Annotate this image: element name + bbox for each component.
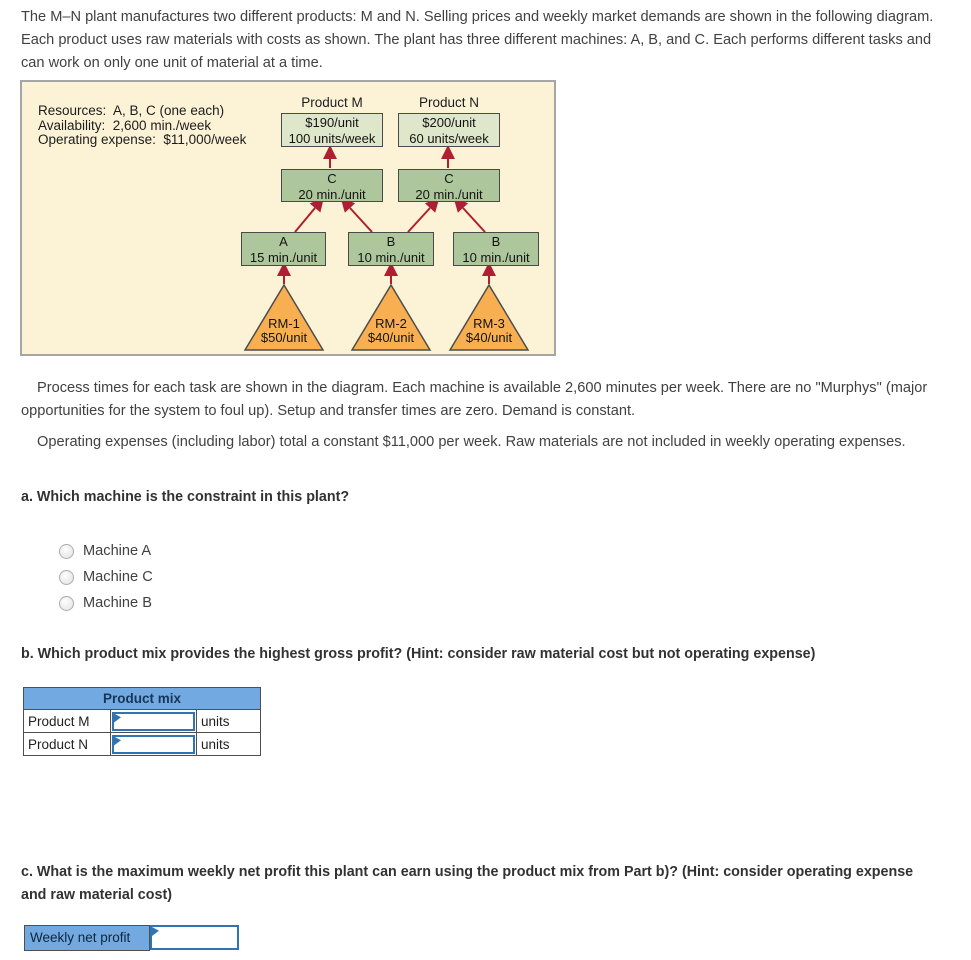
product-m-units-label: units xyxy=(196,709,261,733)
rm2-name: RM-2 xyxy=(375,316,407,331)
product-m-price: $190/unit xyxy=(305,115,359,130)
resources-note: Resources: A, B, C (one each) Availabili… xyxy=(38,103,247,148)
rm2-triangle xyxy=(350,283,432,351)
flow-arrow-lines xyxy=(277,145,496,284)
product-n-units-input[interactable] xyxy=(114,736,197,752)
machine-c1-name: C xyxy=(327,171,337,186)
product-n-box: $200/unit 60 units/week xyxy=(398,113,500,147)
radio-option-machine-a[interactable]: Machine A xyxy=(59,538,153,564)
machine-radio-group: Machine A Machine C Machine B xyxy=(59,538,153,616)
intro-paragraph: The M–N plant manufactures two different… xyxy=(21,9,934,71)
resources-line: Resources: A, B, C (one each) xyxy=(38,103,225,118)
radio-label: Machine C xyxy=(83,569,153,585)
operating-expense-line: Operating expense: $11,000/week xyxy=(38,132,247,148)
process-flow-diagram: Resources: A, B, C (one each) Availabili… xyxy=(20,80,556,356)
radio-button-icon[interactable] xyxy=(59,595,74,611)
machine-b2-box: B 10 min./unit xyxy=(453,232,539,266)
machine-a-box: A 15 min./unit xyxy=(241,232,326,266)
machine-c2-name: C xyxy=(444,171,454,186)
operating-expense-paragraph: Operating expenses (including labor) tot… xyxy=(37,434,906,450)
weekly-net-profit-input[interactable] xyxy=(152,927,241,948)
product-n-demand: 60 units/week xyxy=(409,130,489,146)
flow-arrows-and-triangles xyxy=(243,145,530,351)
machine-b1-time: 10 min./unit xyxy=(357,249,425,265)
radio-button-icon[interactable] xyxy=(59,569,74,585)
rm1-name: RM-1 xyxy=(268,316,300,331)
product-n-units-label: units xyxy=(196,732,261,756)
table-row: Product M units xyxy=(23,709,261,733)
machine-c2-box: C 20 min./unit xyxy=(398,169,500,202)
question-b-label: b. Which product mix provides the highes… xyxy=(21,646,816,662)
product-m-label: Product M xyxy=(301,95,363,110)
radio-label: Machine A xyxy=(83,543,152,559)
rm2-cost: $40/unit xyxy=(367,330,415,345)
rm2-label: RM-2 $40/unit xyxy=(350,317,432,345)
product-n-units-answerbox[interactable] xyxy=(112,734,197,754)
machine-c1-time: 20 min./unit xyxy=(298,186,366,202)
rm3-label: RM-3 $40/unit xyxy=(448,317,530,345)
machine-b2-name: B xyxy=(491,234,501,249)
question-a-label: a. Which machine is the constraint in th… xyxy=(21,489,350,505)
machine-b1-box: B 10 min./unit xyxy=(348,232,434,266)
rm1-triangle xyxy=(243,283,325,351)
question-c-label: c. What is the maximum weekly net profit… xyxy=(21,864,914,903)
product-m-demand: 100 units/week xyxy=(288,130,376,146)
raw-material-triangles xyxy=(243,283,530,351)
weekly-net-profit-label: Weekly net profit xyxy=(24,925,150,951)
machine-c1-box: C 20 min./unit xyxy=(281,169,383,202)
weekly-net-profit-answerbox[interactable] xyxy=(150,925,241,950)
table-header-row: Product mix xyxy=(23,687,261,710)
radio-option-machine-c[interactable]: Machine C xyxy=(59,564,153,590)
machine-b1-name: B xyxy=(386,234,396,249)
machine-a-time: 15 min./unit xyxy=(249,249,318,265)
rm3-cost: $40/unit xyxy=(465,330,513,345)
rm3-triangle xyxy=(448,283,530,351)
radio-button-icon[interactable] xyxy=(59,543,74,559)
product-m-units-input[interactable] xyxy=(114,713,197,729)
machine-b2-time: 10 min./unit xyxy=(462,249,530,265)
product-mix-header: Product mix xyxy=(23,687,261,710)
process-times-paragraph: Process times for each task are shown in… xyxy=(21,380,928,419)
machine-a-name: A xyxy=(279,234,288,249)
rm1-cost: $50/unit xyxy=(260,330,308,345)
radio-option-machine-b[interactable]: Machine B xyxy=(59,590,153,616)
rm1-label: RM-1 $50/unit xyxy=(243,317,325,345)
availability-line: Availability: 2,600 min./week xyxy=(38,117,212,133)
product-n-row-label: Product N xyxy=(23,732,111,756)
table-row: Product N units xyxy=(23,732,261,756)
product-n-price: $200/unit xyxy=(422,115,476,130)
product-m-units-answerbox[interactable] xyxy=(112,711,197,731)
product-m-box: $190/unit 100 units/week xyxy=(281,113,383,147)
rm3-name: RM-3 xyxy=(473,316,505,331)
product-mix-table: Product mix Product M units Product N un… xyxy=(23,687,261,756)
product-m-row-label: Product M xyxy=(23,709,111,733)
product-n-label: Product N xyxy=(418,95,480,110)
radio-label: Machine B xyxy=(83,595,152,611)
machine-c2-time: 20 min./unit xyxy=(415,186,483,202)
